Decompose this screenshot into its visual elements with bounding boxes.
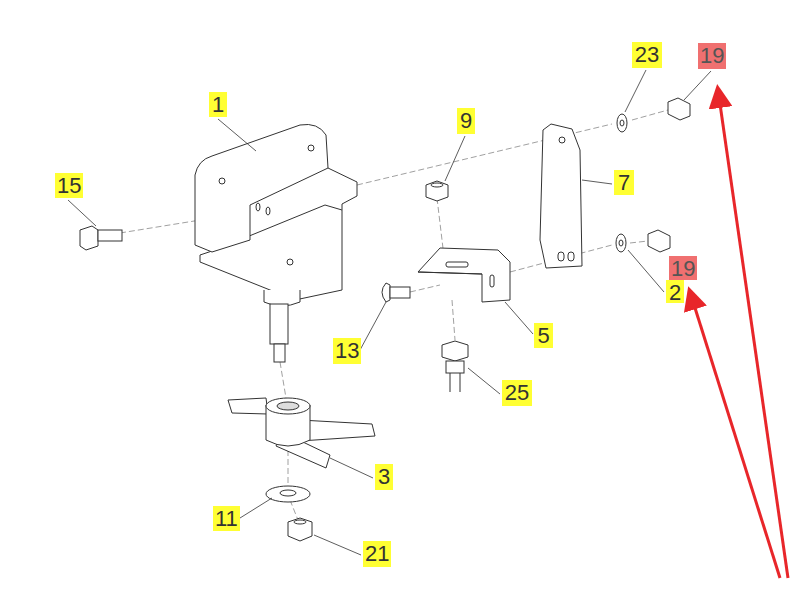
callout-number: 5 <box>534 323 553 348</box>
callout-number: 9 <box>457 108 475 134</box>
callout-number: 19 <box>669 256 697 280</box>
callout-number: 19 <box>698 43 726 69</box>
callout-number: 25 <box>502 380 532 406</box>
callout-number: 1 <box>209 92 227 117</box>
callout-number: 21 <box>363 541 391 567</box>
callout-number: 23 <box>632 42 662 68</box>
callout-number: 13 <box>333 338 361 364</box>
callout-number: 2 <box>666 280 684 303</box>
callout-number: 11 <box>213 506 240 531</box>
callout-number: 7 <box>614 170 634 195</box>
callout-number: 3 <box>375 464 393 490</box>
callout-number: 15 <box>55 173 83 198</box>
